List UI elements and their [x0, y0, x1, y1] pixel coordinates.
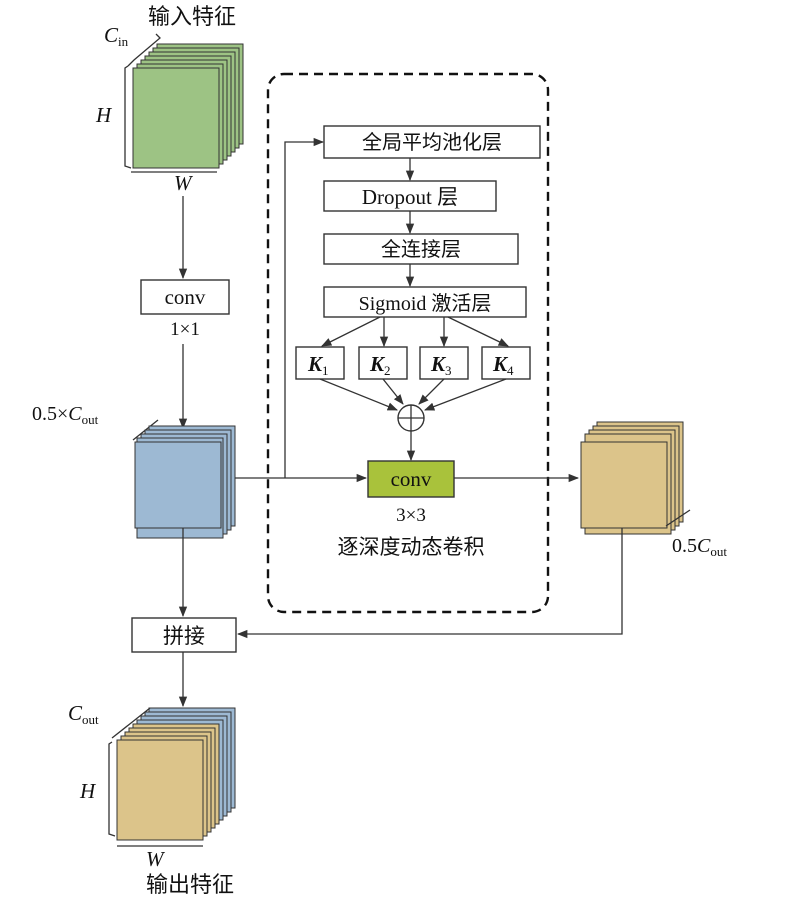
arrow-k3-to-sum — [418, 378, 445, 405]
input-feature-title: 输入特征 — [148, 5, 236, 30]
input-c-label: Cin — [104, 23, 129, 49]
gap-label: 全局平均池化层 — [362, 130, 502, 154]
arrow-k1-to-sum — [319, 378, 398, 411]
right-channel-label: 0.5Cout — [672, 535, 727, 559]
mid-channel-label: 0.5×Cout — [32, 403, 99, 427]
kernel-k3-label: K3 — [430, 352, 452, 378]
kernel-k2-label: K2 — [369, 352, 391, 378]
concat-label: 拼接 — [163, 624, 205, 648]
gap-box — [323, 125, 541, 159]
dynamic-conv-region — [266, 72, 550, 614]
conv1x1-label: conv — [165, 285, 206, 309]
kernel-k3: K3 — [419, 346, 469, 380]
dropout-label: Dropout 层 — [362, 185, 458, 209]
kernel-k4: K4 — [481, 346, 531, 380]
dynamic-conv-caption: 逐深度动态卷积 — [338, 535, 485, 559]
right-bracket — [665, 509, 691, 527]
mid-feature-stack — [134, 425, 236, 539]
fc-label: 全连接层 — [381, 237, 461, 261]
right-feature-stack — [580, 421, 684, 535]
output-brackets — [108, 707, 203, 847]
conv1x1-box — [140, 279, 230, 315]
kernel-k1: K1 — [295, 346, 345, 380]
kernel-k1-label: K1 — [307, 352, 329, 378]
conv1x1-caption: 1×1 — [170, 319, 200, 340]
kernel-k4-label: K4 — [492, 352, 514, 378]
sigmoid-box — [323, 286, 527, 318]
arrow-k2-to-sum — [382, 378, 404, 405]
output-c-label: Cout — [68, 701, 99, 727]
output-feature-stack — [116, 707, 236, 841]
conv3x3-caption: 3×3 — [396, 505, 426, 526]
output-w-label: W — [146, 847, 166, 871]
arrow-k4-to-sum — [424, 378, 507, 411]
arrow-right-to-concat — [236, 528, 623, 639]
output-h-label: H — [79, 779, 97, 803]
sigmoid-label: Sigmoid 激活层 — [359, 292, 492, 315]
fc-box — [323, 233, 519, 265]
conv3x3-box — [367, 460, 455, 498]
sum-node — [397, 404, 425, 432]
input-h-label: H — [95, 103, 113, 127]
conv3x3-label: conv — [391, 467, 432, 491]
kernel-k2: K2 — [358, 346, 408, 380]
input-w-label: W — [174, 171, 194, 195]
arrow-sigmoid-to-k1 — [321, 316, 381, 347]
input-feature-stack — [132, 43, 244, 169]
arrow-branch-to-gap — [284, 137, 325, 478]
concat-box — [131, 617, 237, 653]
input-brackets — [124, 33, 217, 173]
output-feature-title: 输出特征 — [146, 873, 234, 898]
arrow-sigmoid-to-k4 — [447, 316, 509, 347]
